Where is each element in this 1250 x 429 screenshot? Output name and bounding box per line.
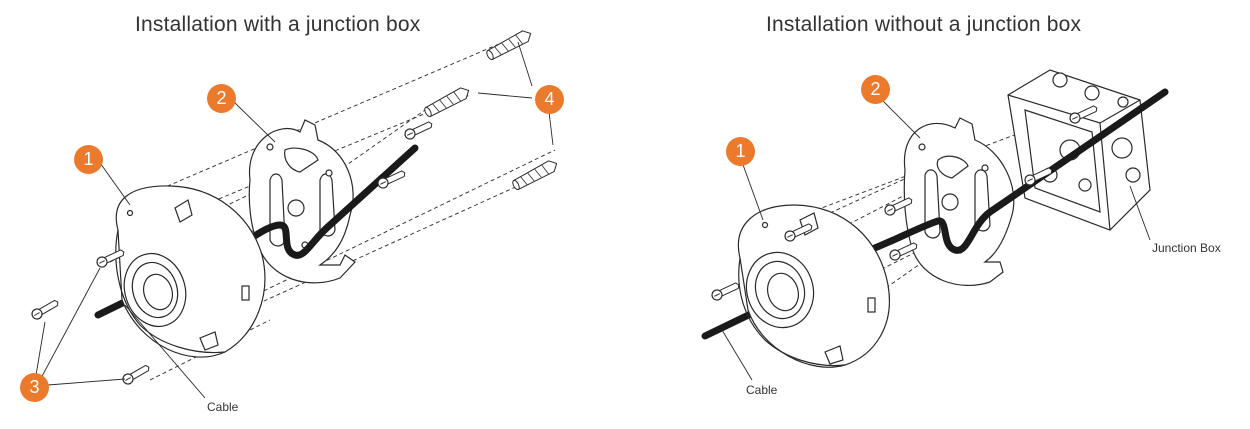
callout-left-mount: 1 bbox=[74, 145, 103, 174]
left-mounting-plate bbox=[248, 119, 356, 284]
left-mounting-base bbox=[115, 185, 266, 358]
callout-left-anchors: 4 bbox=[535, 85, 564, 114]
title-without-junction-box: Installation without a junction box bbox=[766, 13, 1082, 36]
label-cable-left: Cable bbox=[207, 400, 239, 414]
callout-left-plate: 2 bbox=[207, 84, 236, 113]
callout-left-screws: 3 bbox=[20, 373, 49, 402]
left-diagram bbox=[29, 27, 560, 399]
label-junction-box: Junction Box bbox=[1152, 241, 1221, 255]
right-mounting-plate bbox=[903, 117, 1015, 286]
callout-right-mount: 1 bbox=[726, 137, 755, 166]
title-with-junction-box: Installation with a junction box bbox=[135, 13, 421, 36]
right-diagram bbox=[701, 69, 1169, 381]
label-cable-right: Cable bbox=[746, 383, 778, 397]
right-mounting-base bbox=[737, 204, 890, 368]
right-leader-lines bbox=[721, 99, 1151, 381]
callout-right-plate: 2 bbox=[861, 75, 890, 104]
left-leader-lines bbox=[35, 41, 554, 399]
